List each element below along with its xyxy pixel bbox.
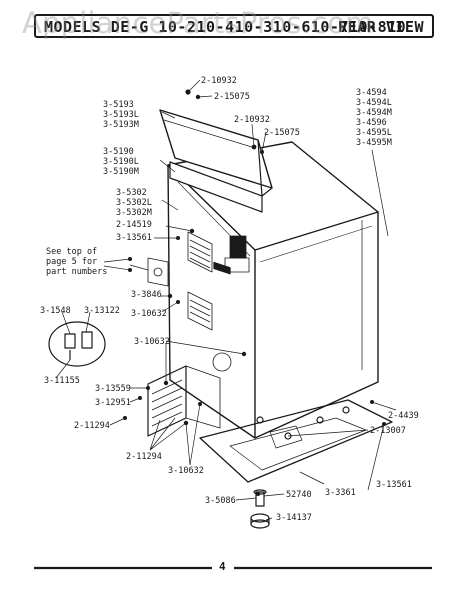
console: [159, 109, 273, 275]
header-title: MODELS DE-G 10-210-410-310-610-710-810: [44, 18, 407, 36]
callout-3-12951: 3-12951: [95, 398, 131, 408]
callout-see-top: See top of page 5 for part numbers: [46, 247, 108, 277]
callout-3-13559: 3-13559: [95, 384, 131, 394]
callout-2-4439: 2-4439: [388, 411, 419, 421]
callout-2-11294-b: 2-11294: [126, 452, 162, 462]
callout-2-13007: 2-13007: [370, 426, 406, 436]
header-box: MODELS DE-G 10-210-410-310-610-710-810 R…: [34, 14, 434, 38]
callout-2-14519: 2-14519: [116, 220, 152, 230]
callout-3-11155: 3-11155: [44, 376, 80, 386]
control-parts: [147, 235, 250, 287]
header-view: REAR VIEW: [338, 18, 424, 36]
callout-2-15075-mid: 2-15075: [264, 128, 300, 138]
callout-3-13561-right: 3-13561: [376, 480, 412, 490]
callout-3-13122: 3-13122: [84, 306, 120, 316]
inset-detail: [48, 321, 106, 367]
callout-2-11294-a: 2-11294: [74, 421, 110, 431]
callout-3-13561-left: 3-13561: [116, 233, 152, 243]
page-number: 4: [219, 560, 226, 573]
callout-52740: 52740: [286, 490, 312, 500]
callout-3-5302: 3-5302 3-5302L 3-5302M: [116, 188, 152, 218]
callout-3-10632-b: 3-10632: [134, 337, 170, 347]
callout-3-3361: 3-3361: [325, 488, 356, 498]
callout-3-14137: 3-14137: [276, 513, 312, 523]
callout-3-5190: 3-5190 3-5190L 3-5190M: [103, 147, 139, 177]
callout-3-5193: 3-5193 3-5193L 3-5193M: [103, 100, 139, 130]
callout-2-10932-top: 2-10932: [201, 76, 237, 86]
callout-2-10932-mid: 2-10932: [234, 115, 270, 125]
leader-lines: [55, 79, 397, 521]
callout-3-10632-a: 3-10632: [131, 309, 167, 319]
callout-2-15075-top: 2-15075: [214, 92, 250, 102]
vent-grille-upper: [187, 231, 232, 372]
base-plate: [199, 399, 393, 483]
callout-3-4594: 3-4594 3-4594L 3-4594M 3-4596 3-4595L 3-…: [356, 88, 392, 148]
exhaust-panel: [147, 365, 221, 437]
callout-3-5086: 3-5086: [205, 496, 236, 506]
watermark: AppliancePartsPros.com: [22, 6, 374, 40]
callout-3-3846: 3-3846: [131, 290, 162, 300]
callout-3-10632-c: 3-10632: [168, 466, 204, 476]
callout-3-1548: 3-1548: [40, 306, 71, 316]
